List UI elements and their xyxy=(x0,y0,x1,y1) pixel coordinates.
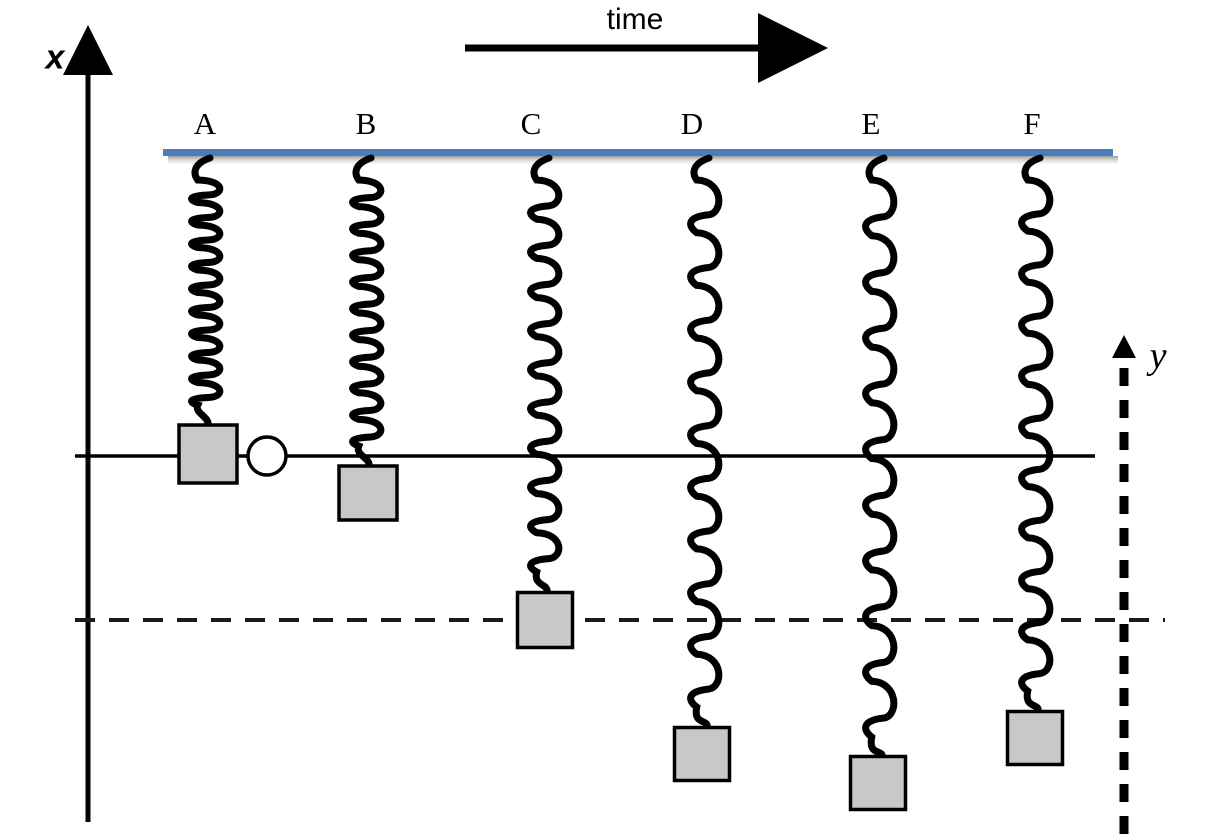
stations-layer xyxy=(177,154,1065,812)
spring-c xyxy=(527,154,563,596)
spring-f xyxy=(1018,154,1054,715)
spring-station-c xyxy=(515,154,575,650)
block-c xyxy=(515,590,575,650)
spring-station-d xyxy=(672,154,732,783)
spring-station-f xyxy=(1005,154,1065,767)
spring-station-b xyxy=(337,154,399,522)
spring-b xyxy=(349,154,385,470)
block-b xyxy=(337,464,399,522)
block-a xyxy=(177,423,239,485)
spring-station-e xyxy=(848,154,908,812)
block-d xyxy=(672,725,732,783)
y-axis-vertical xyxy=(1112,335,1136,834)
marker-circle-a xyxy=(246,435,288,477)
ceiling-bar xyxy=(163,149,1118,165)
spring-a xyxy=(188,154,224,429)
spring-station-a xyxy=(177,154,288,485)
block-e xyxy=(848,754,908,812)
spring-e xyxy=(862,154,898,761)
spring-d xyxy=(687,154,723,731)
block-f xyxy=(1005,709,1065,767)
